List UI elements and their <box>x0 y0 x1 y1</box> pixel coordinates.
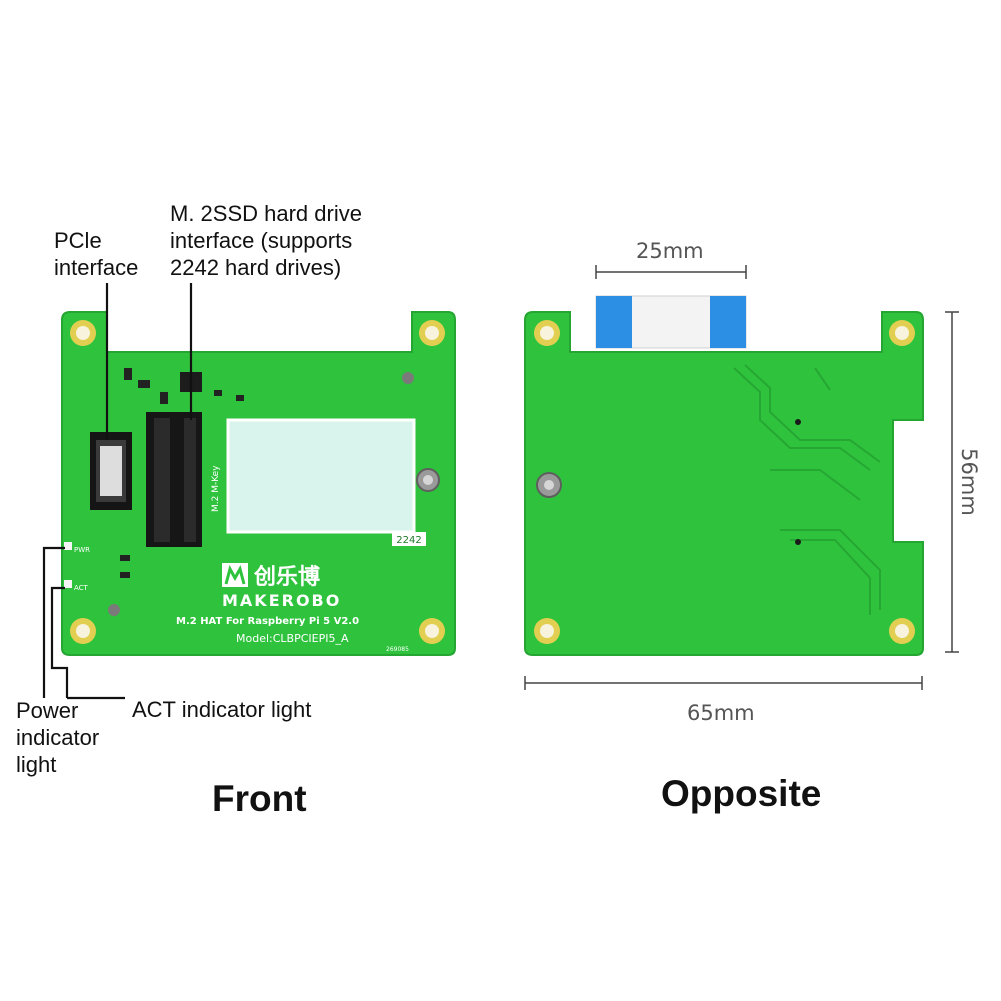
mounting-hole <box>534 320 560 346</box>
standoff-screw <box>536 472 562 498</box>
standoff-screw <box>416 468 440 492</box>
power-callout-line: light <box>16 752 57 777</box>
thermal-pad <box>226 418 416 534</box>
power-callout-line: Power <box>16 698 79 723</box>
front-board: M.2 M-Key 2242 PWR ACT 创乐博 MAKEROBO M.2 … <box>61 311 456 656</box>
dimension-lines <box>524 265 959 690</box>
product-name: M.2 HAT For Raspberry Pi 5 V2.0 <box>176 616 359 627</box>
board-height-label: 56mm <box>956 448 981 516</box>
mounting-hole <box>419 320 445 346</box>
board-width-label: 65mm <box>687 701 755 725</box>
mounting-hole <box>419 618 445 644</box>
mounting-hole <box>70 618 96 644</box>
mounting-hole <box>534 618 560 644</box>
m2-slot <box>146 412 202 547</box>
m2-callout: M. 2SSD hard drive interface (supports 2… <box>170 200 362 281</box>
size-tag-text: 2242 <box>396 535 421 546</box>
makerobo-logo-icon <box>222 563 248 587</box>
logo-chinese: 创乐博 <box>253 564 320 590</box>
pcie-callout-line: interface <box>54 255 139 280</box>
mounting-hole <box>889 618 915 644</box>
pwr-tag: PWR <box>74 546 90 554</box>
m2-key-label: M.2 M-Key <box>211 465 221 512</box>
serial-number: 269085 <box>386 646 409 653</box>
power-led <box>64 542 72 550</box>
mounting-hole <box>70 320 96 346</box>
back-board <box>524 295 924 656</box>
size-tag-box <box>392 532 426 546</box>
power-callout-line: indicator <box>16 725 100 750</box>
front-caption: Front <box>212 778 307 819</box>
callout-lines <box>42 283 193 700</box>
pcie-connector <box>90 432 132 510</box>
power-callout: Power indicator light <box>16 697 99 778</box>
ribbon-cable <box>595 295 747 349</box>
m2-callout-line: 2242 hard drives) <box>170 255 342 280</box>
act-callout: ACT indicator light <box>132 697 312 722</box>
pcie-callout: PCle interface <box>54 227 138 281</box>
pcie-callout-line: PCle <box>54 228 102 253</box>
model-number: Model:CLBPCIEPI5_A <box>236 632 349 645</box>
act-led <box>64 580 72 588</box>
logo-english: MAKEROBO <box>222 591 341 610</box>
m2-callout-line: interface (supports <box>170 228 353 253</box>
m2-callout-line: M. 2SSD hard drive <box>170 201 362 226</box>
mounting-hole <box>889 320 915 346</box>
act-tag: ACT <box>74 584 89 592</box>
opposite-caption: Opposite <box>661 773 822 814</box>
ribbon-width-label: 25mm <box>636 239 704 263</box>
